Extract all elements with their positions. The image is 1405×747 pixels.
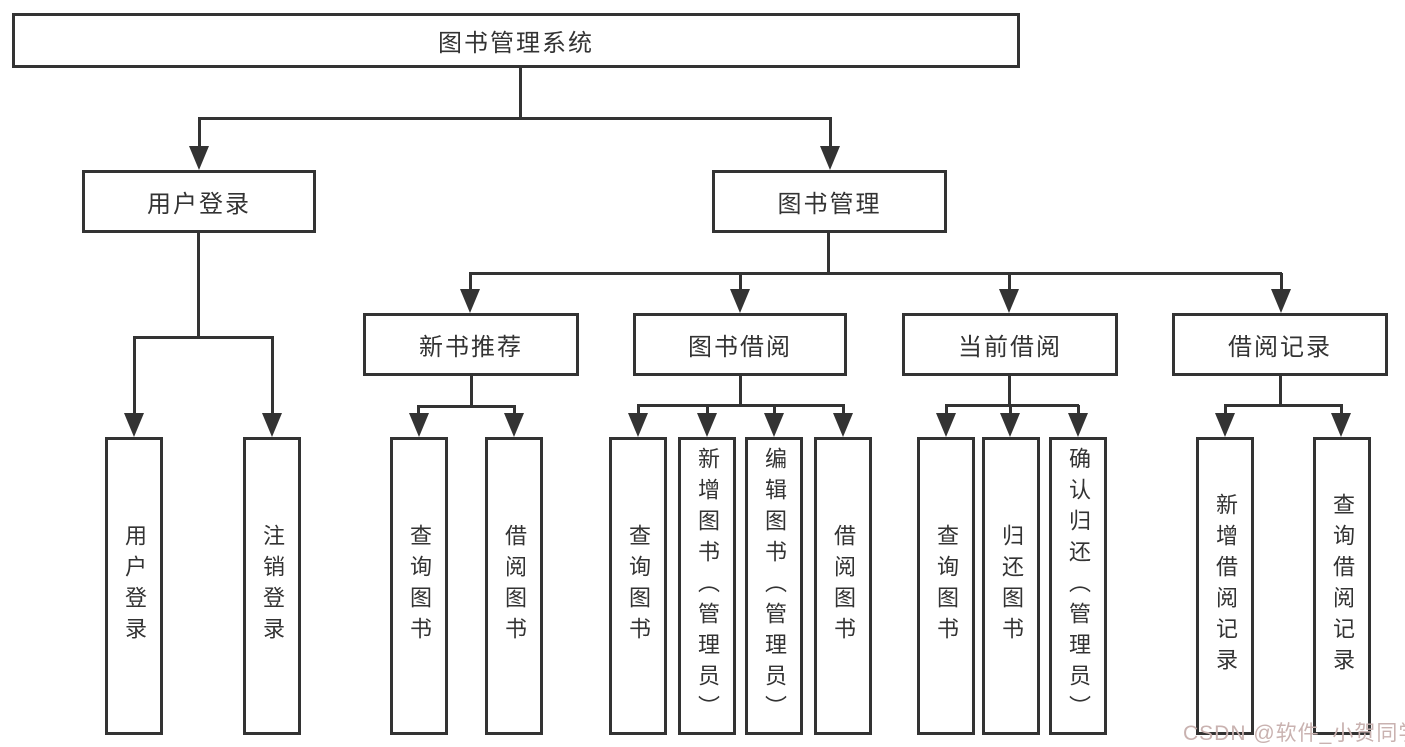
connector-line bbox=[133, 337, 136, 417]
arrow-down-icon bbox=[628, 413, 648, 437]
arrow-down-icon bbox=[697, 413, 717, 437]
arrow-down-icon bbox=[189, 146, 209, 170]
connector-line bbox=[706, 405, 709, 415]
leaf-query-books-borrow: 查询图书 bbox=[609, 437, 667, 735]
arrow-down-icon bbox=[124, 413, 144, 437]
connector-line bbox=[945, 405, 948, 415]
leaf-query-borrow-record-label: 查询借阅记录 bbox=[1330, 493, 1355, 679]
leaf-borrow-books-label: 借阅图书 bbox=[831, 524, 856, 648]
leaf-logout-label: 注销登录 bbox=[260, 524, 285, 648]
node-borrow-record-label: 借阅记录 bbox=[1228, 334, 1332, 361]
leaf-query-books-recommend: 查询图书 bbox=[390, 437, 448, 735]
leaf-user-login: 用户登录 bbox=[105, 437, 163, 735]
leaf-confirm-return-admin: 确认归还（管理员） bbox=[1049, 437, 1107, 735]
leaf-query-books-recommend-label: 查询图书 bbox=[407, 524, 432, 648]
connector-line bbox=[773, 405, 776, 415]
connector-line bbox=[1009, 405, 1012, 415]
arrow-down-icon bbox=[936, 413, 956, 437]
arrow-down-icon bbox=[1215, 413, 1235, 437]
connector-line bbox=[1224, 405, 1227, 415]
leaf-logout: 注销登录 bbox=[243, 437, 301, 735]
arrow-down-icon bbox=[820, 146, 840, 170]
leaf-edit-books-admin: 编辑图书（管理员） bbox=[745, 437, 803, 735]
leaf-borrow-books-recommend-label: 借阅图书 bbox=[502, 524, 527, 648]
node-book-borrow: 图书借阅 bbox=[633, 313, 847, 376]
connector-line bbox=[1077, 405, 1080, 415]
connector-line bbox=[637, 404, 845, 407]
connector-line bbox=[198, 117, 832, 120]
leaf-add-books-admin-label: 新增图书（管理员） bbox=[695, 446, 720, 726]
leaf-add-books-admin: 新增图书（管理员） bbox=[678, 437, 736, 735]
connector-line bbox=[842, 405, 845, 415]
node-user-login: 用户登录 bbox=[82, 170, 316, 233]
leaf-query-borrow-record: 查询借阅记录 bbox=[1313, 437, 1371, 735]
node-current-borrow-label: 当前借阅 bbox=[958, 334, 1062, 361]
leaf-add-borrow-record-label: 新增借阅记录 bbox=[1213, 493, 1238, 679]
arrow-down-icon bbox=[764, 413, 784, 437]
node-root-label: 图书管理系统 bbox=[438, 30, 594, 57]
node-root: 图书管理系统 bbox=[12, 13, 1020, 68]
arrow-down-icon bbox=[1271, 289, 1291, 313]
connector-line bbox=[417, 406, 420, 416]
arrow-down-icon bbox=[833, 413, 853, 437]
connector-line bbox=[469, 273, 472, 293]
connector-line bbox=[1008, 376, 1011, 407]
arrow-down-icon bbox=[999, 289, 1019, 313]
leaf-return-books: 归还图书 bbox=[982, 437, 1040, 735]
arrow-down-icon bbox=[504, 413, 524, 437]
connector-line bbox=[739, 376, 742, 407]
node-new-book-recommend-label: 新书推荐 bbox=[419, 334, 523, 361]
node-user-login-label: 用户登录 bbox=[147, 191, 251, 218]
leaf-query-books-current-label: 查询图书 bbox=[934, 524, 959, 648]
connector-line bbox=[417, 405, 516, 408]
arrow-down-icon bbox=[460, 289, 480, 313]
arrow-down-icon bbox=[262, 413, 282, 437]
arrow-down-icon bbox=[730, 289, 750, 313]
connector-line bbox=[271, 337, 274, 417]
connector-line bbox=[827, 233, 830, 275]
leaf-borrow-books-recommend: 借阅图书 bbox=[485, 437, 543, 735]
leaf-return-books-label: 归还图书 bbox=[999, 524, 1024, 648]
arrow-down-icon bbox=[1331, 413, 1351, 437]
leaf-edit-books-admin-label: 编辑图书（管理员） bbox=[762, 446, 787, 726]
connector-line bbox=[945, 404, 1079, 407]
connector-line bbox=[470, 376, 473, 408]
leaf-add-borrow-record: 新增借阅记录 bbox=[1196, 437, 1254, 735]
leaf-user-login-label: 用户登录 bbox=[122, 524, 147, 648]
node-current-borrow: 当前借阅 bbox=[902, 313, 1118, 376]
connector-line bbox=[739, 273, 742, 293]
connector-line bbox=[637, 405, 640, 415]
connector-line bbox=[1008, 273, 1011, 293]
connector-line bbox=[1279, 376, 1282, 407]
arrow-down-icon bbox=[409, 413, 429, 437]
connector-line bbox=[133, 336, 274, 339]
node-book-borrow-label: 图书借阅 bbox=[688, 334, 792, 361]
connector-line bbox=[1340, 405, 1343, 415]
leaf-query-books-borrow-label: 查询图书 bbox=[626, 524, 651, 648]
arrow-down-icon bbox=[1068, 413, 1088, 437]
leaf-query-books-current: 查询图书 bbox=[917, 437, 975, 735]
connector-line bbox=[197, 233, 200, 339]
node-new-book-recommend: 新书推荐 bbox=[363, 313, 579, 376]
connector-line bbox=[519, 68, 522, 119]
leaf-borrow-books: 借阅图书 bbox=[814, 437, 872, 735]
node-borrow-record: 借阅记录 bbox=[1172, 313, 1388, 376]
node-book-management-label: 图书管理 bbox=[777, 191, 882, 218]
connector-line bbox=[1280, 273, 1283, 293]
connector-line bbox=[469, 272, 1282, 275]
csdn-watermark: CSDN @软件_小贺同学 bbox=[1183, 722, 1405, 745]
connector-line bbox=[829, 118, 832, 150]
arrow-down-icon bbox=[1000, 413, 1020, 437]
connector-line bbox=[1224, 404, 1343, 407]
node-book-management: 图书管理 bbox=[712, 170, 947, 233]
connector-line bbox=[198, 118, 201, 150]
leaf-confirm-return-admin-label: 确认归还（管理员） bbox=[1066, 446, 1091, 726]
connector-line bbox=[513, 406, 516, 416]
